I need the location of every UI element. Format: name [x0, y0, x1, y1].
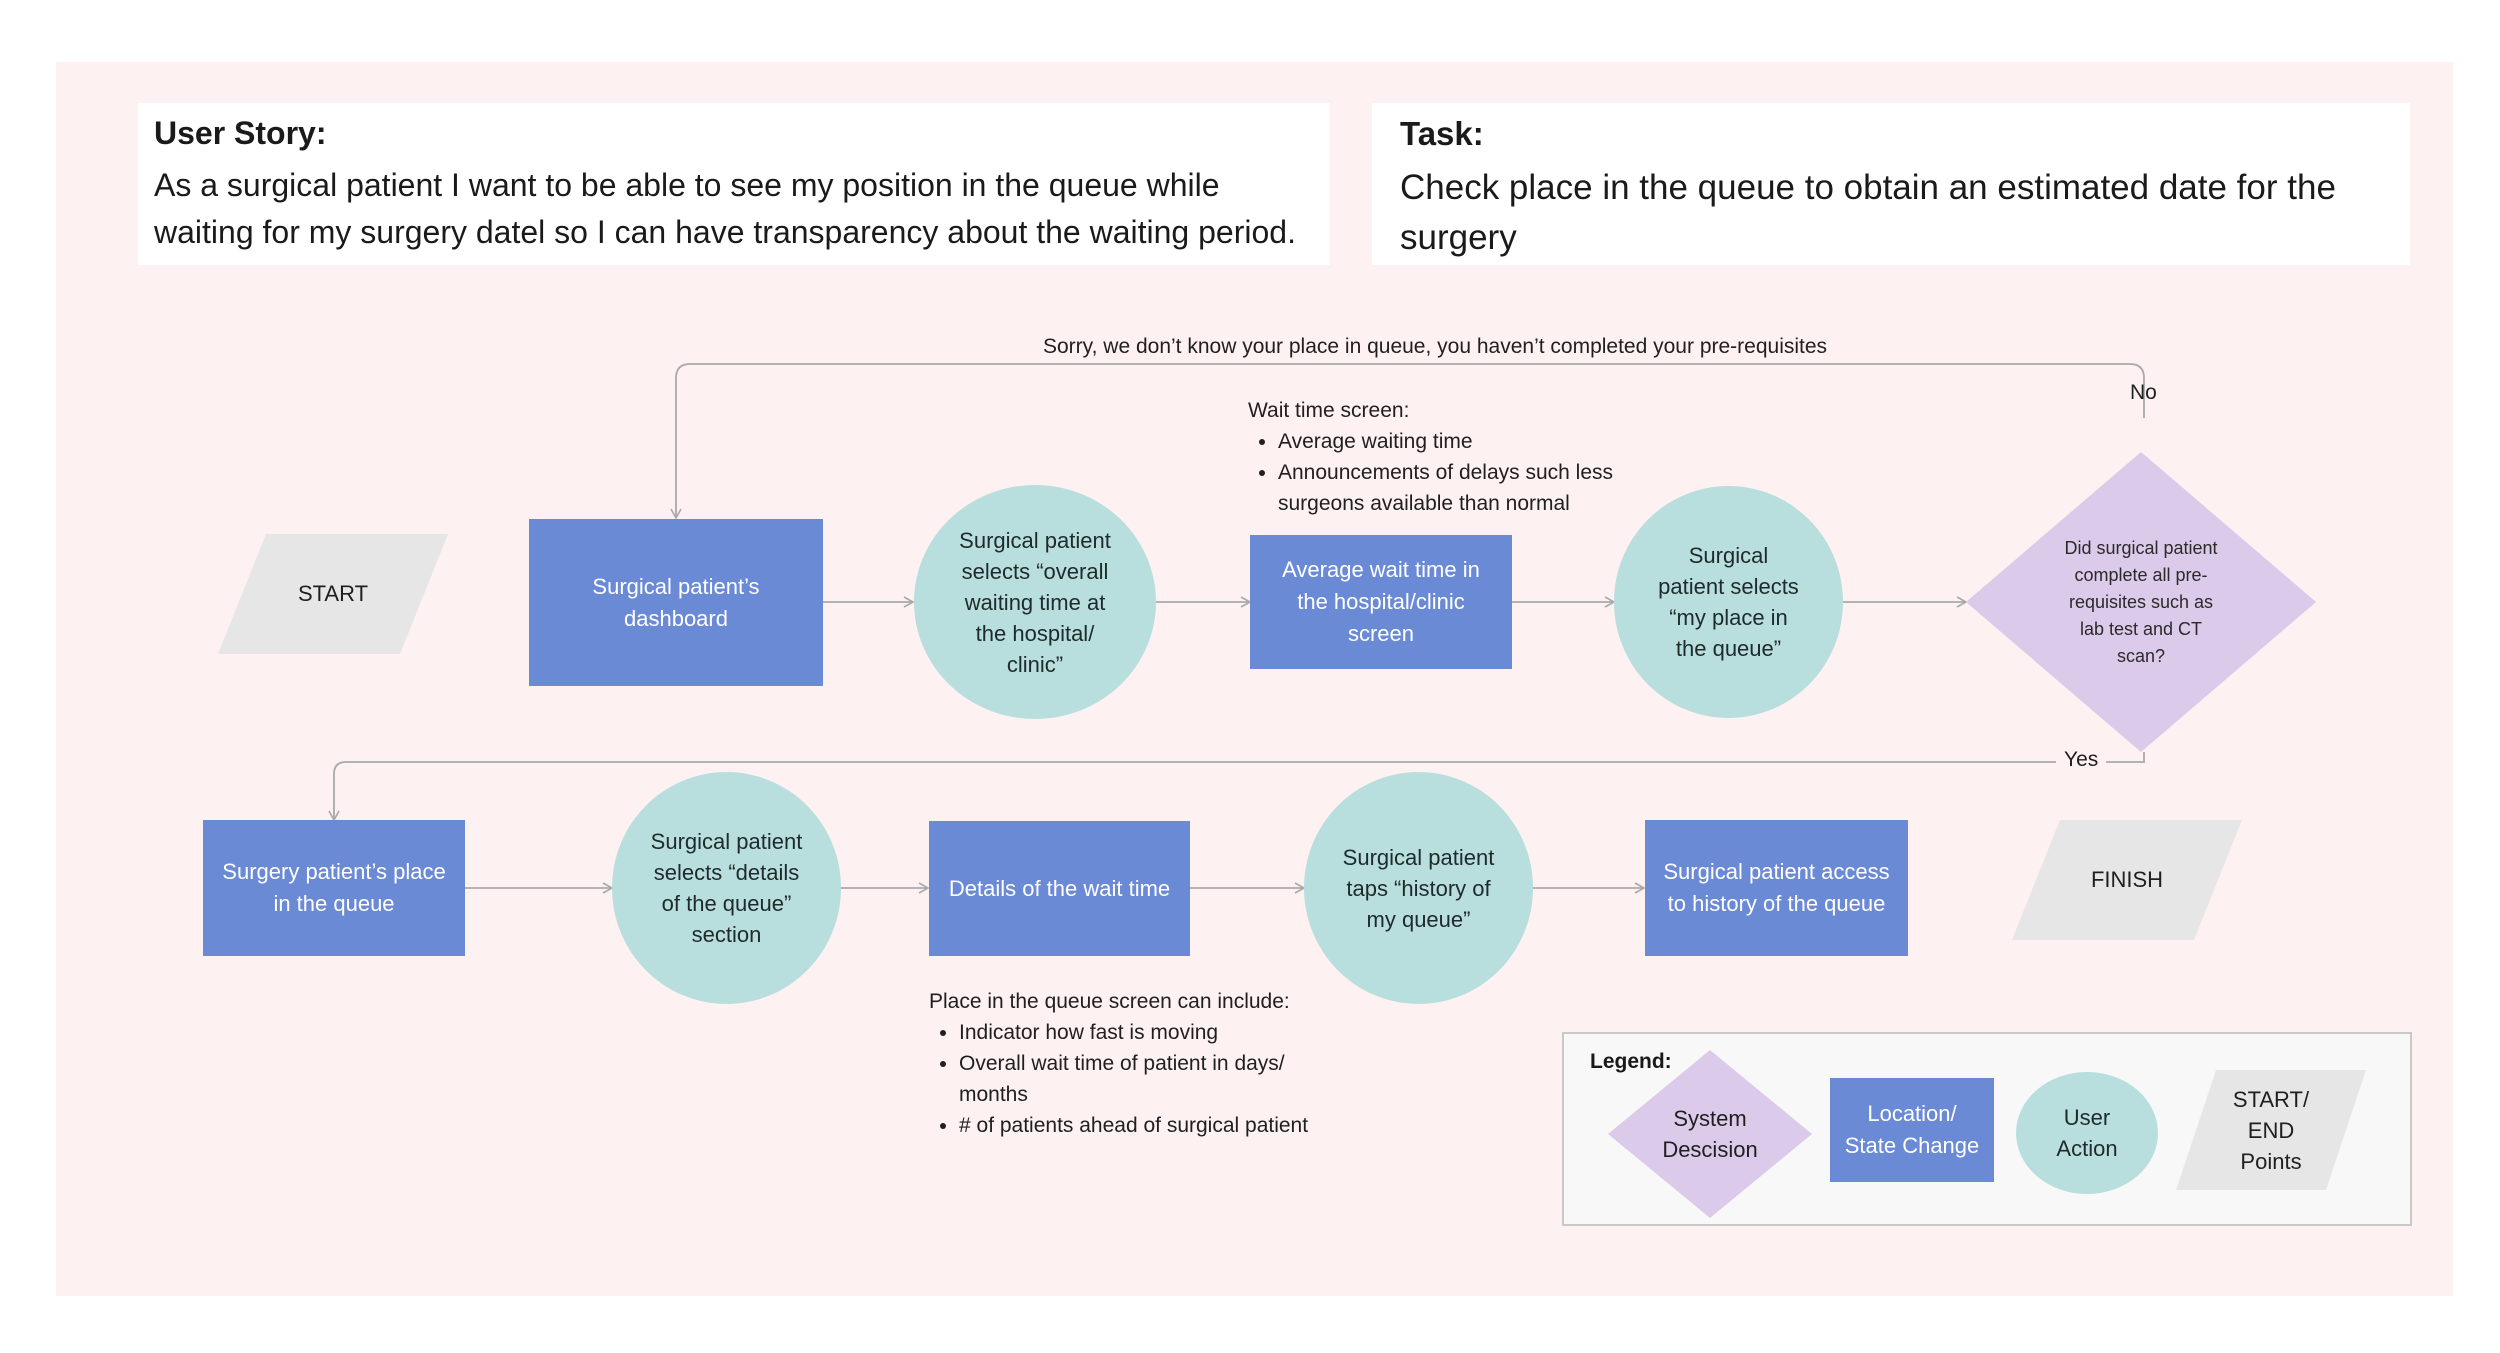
legend-location: Location/ State Change: [1830, 1078, 1994, 1182]
selects-place-node: Surgical patient selects “my place in th…: [1614, 486, 1843, 718]
task-text: Check place in the queue to obtain an es…: [1400, 168, 2336, 257]
legend-points-label: START/ END Points: [2232, 1086, 2310, 1174]
wait-screen-note-item: Average waiting time: [1278, 426, 1678, 457]
finish-node: FINISH: [2012, 820, 2242, 940]
legend-location-label: Location/ State Change: [1844, 1101, 1980, 1158]
no-label: No: [2130, 381, 2157, 404]
decision-label: Did surgical patient complete all pre-re…: [2064, 537, 2218, 666]
queue-screen-note: Place in the queue screen can include: I…: [929, 986, 1349, 1141]
dashboard-node: Surgical patient’s dashboard: [529, 519, 823, 686]
legend-points-parallelogram: [2176, 1070, 2366, 1190]
user-story-card: User Story: As a surgical patient I want…: [138, 103, 1330, 265]
access-history-node: Surgical patient access to history of th…: [1645, 820, 1908, 956]
decision-diamond: [1966, 452, 2316, 752]
queue-screen-note-item: Overall wait time of patient in days/ mo…: [959, 1048, 1349, 1110]
avg-wait-screen-node: Average wait time in the hospital/clinic…: [1250, 535, 1512, 669]
queue-screen-note-item: # of patients ahead of surgical patient: [959, 1110, 1349, 1141]
dashboard-label: Surgical patient’s dashboard: [592, 573, 760, 631]
sorry-message-label: Sorry, we don’t know your place in queue…: [1043, 335, 1828, 358]
decision-node: Did surgical patient complete all pre-re…: [1966, 452, 2316, 752]
place-in-queue-label: Surgery patient’s place in the queue: [222, 859, 446, 916]
user-story-text: As a surgical patient I want to be able …: [154, 167, 1296, 250]
finish-parallelogram: [2012, 820, 2242, 940]
details-wait-label: Details of the wait time: [948, 875, 1171, 901]
wait-screen-note-heading: Wait time screen:: [1248, 399, 1410, 422]
place-in-queue-node: Surgery patient’s place in the queue: [203, 820, 465, 956]
selects-overall-label: Surgical patient selects “overall waitin…: [959, 527, 1111, 677]
legend-decision: System Descision: [1608, 1050, 1812, 1218]
selects-details-node: Surgical patient selects “details of the…: [612, 772, 841, 1004]
yes-label: Yes: [2056, 748, 2107, 772]
legend-action: User Action: [2016, 1072, 2158, 1194]
start-label: START: [297, 581, 369, 606]
wait-screen-note-item: Announcements of delays such less surgeo…: [1278, 457, 1678, 519]
wait-screen-note: Wait time screen: Average waiting time A…: [1248, 395, 1678, 519]
legend-box: Legend: System Descision Location/ State…: [1562, 1032, 2412, 1226]
selects-place-label: Surgical patient selects “my place in th…: [1658, 543, 1799, 661]
selects-details-label: Surgical patient selects “details of the…: [650, 829, 803, 947]
legend-decision-label: System Descision: [1662, 1106, 1758, 1162]
details-wait-node: Details of the wait time: [929, 821, 1190, 956]
access-history-label: Surgical patient access to history of th…: [1663, 859, 1890, 916]
selects-overall-node: Surgical patient selects “overall waitin…: [914, 485, 1156, 719]
legend-points: START/ END Points: [2176, 1070, 2366, 1190]
user-story-title: User Story:: [154, 115, 327, 151]
queue-screen-note-heading: Place in the queue screen can include:: [929, 990, 1290, 1013]
start-parallelogram: [218, 534, 448, 654]
legend-title: Legend:: [1590, 1050, 1672, 1073]
finish-label: FINISH: [2090, 867, 2164, 892]
legend-decision-diamond: [1608, 1050, 1812, 1218]
task-title: Task:: [1400, 115, 1484, 152]
legend-action-label: User Action: [2056, 1105, 2118, 1161]
task-card: Task: Check place in the queue to obtain…: [1372, 103, 2410, 265]
avg-wait-screen-label: Average wait time in the hospital/clinic…: [1282, 557, 1480, 646]
arrow-yes-to-place-in-queue: [328, 752, 2145, 822]
arrow-no-loop-to-dashboard: [670, 363, 2145, 520]
start-node: START: [218, 534, 448, 654]
taps-history-node: Surgical patient taps “history of my que…: [1304, 772, 1533, 1004]
taps-history-label: Surgical patient taps “history of my que…: [1342, 844, 1495, 932]
queue-screen-note-item: Indicator how fast is moving: [959, 1017, 1349, 1048]
